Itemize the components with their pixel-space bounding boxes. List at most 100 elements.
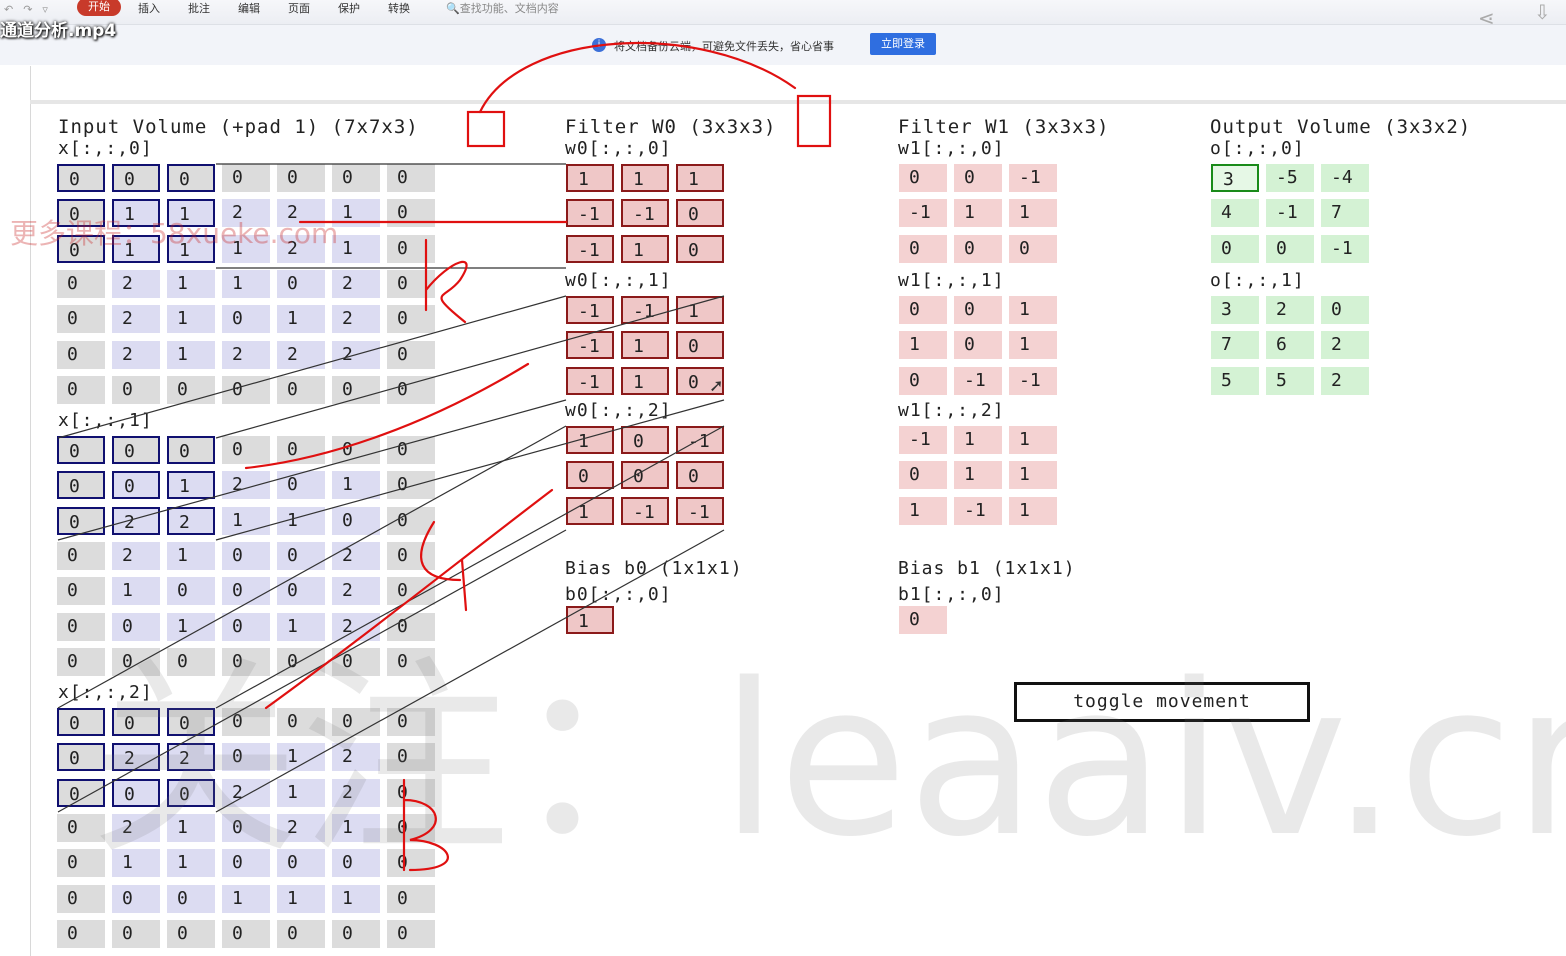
input-slice-2-cell: 1 (332, 884, 380, 913)
input-slice-2-cell: 0 (57, 884, 105, 913)
input-slice-1-cell: 0 (112, 471, 160, 500)
input-slice-1-cell: 0 (222, 436, 270, 464)
menu-item-5[interactable]: 转换 (388, 2, 410, 15)
w0-slice-label: w0[:,:,0] (565, 138, 672, 159)
toolbar-menu: 插入 批注 编辑 页面 保护 转换 (124, 0, 424, 16)
input-slice-2-cell: 2 (112, 813, 160, 842)
w1-slice-2-cell: 0 (899, 461, 947, 490)
input-slice-2-cell: 0 (277, 849, 325, 878)
input-slice-1-cell: 0 (112, 436, 160, 464)
w0-slice-0-cell: 1 (566, 164, 614, 192)
input-slice-2-cell: 0 (387, 884, 435, 913)
w1-slice-1-cell: 1 (1009, 296, 1057, 324)
input-slice-0-cell: 2 (277, 340, 325, 369)
search-placeholder: 查找功能、文档内容 (459, 2, 559, 15)
input-volume-title: Input Volume (+pad 1) (7x7x3) (58, 116, 419, 138)
w1-slice-label: w1[:,:,2] (898, 400, 1005, 421)
mouse-cursor-icon: ➚ (710, 374, 723, 398)
input-slice-1-cell: 0 (332, 506, 380, 535)
toolbar-search[interactable]: 🔍查找功能、文档内容 (446, 2, 559, 15)
output-slice-0-cell: 0 (1266, 234, 1314, 263)
login-button[interactable]: 立即登录 (870, 33, 936, 55)
input-slice-1-cell: 0 (57, 471, 105, 500)
watermark-large: 关注：leaaiv.cn (90, 638, 1566, 883)
undo-redo-icons[interactable]: ↶↷▿ (4, 3, 58, 16)
input-slice-0-cell: 0 (387, 269, 435, 298)
toggle-movement-button[interactable]: toggle movement (1014, 682, 1310, 722)
w0-slice-2-cell: 0 (621, 461, 669, 490)
input-slice-0-cell: 1 (167, 234, 215, 263)
input-slice-0-cell: 0 (387, 375, 435, 404)
w1-slice-label: w1[:,:,0] (898, 138, 1005, 159)
input-slice-0-cell: 0 (222, 305, 270, 334)
w1-slice-1-cell: 0 (899, 366, 947, 395)
w0-slice-label: w0[:,:,1] (565, 270, 672, 291)
w0-slice-0-cell: -1 (566, 199, 614, 228)
input-slice-1-cell: 0 (57, 436, 105, 464)
w1-slice-0-cell: 0 (899, 164, 947, 192)
input-slice-1-cell: 0 (387, 471, 435, 500)
input-slice-0-cell: 2 (112, 269, 160, 298)
input-slice-1-cell: 1 (167, 471, 215, 500)
input-slice-1-cell: 1 (277, 506, 325, 535)
w0-slice-2-cell: -1 (621, 496, 669, 525)
w1-slice-1-cell: 0 (899, 296, 947, 324)
w0-slice-label: w0[:,:,2] (565, 400, 672, 421)
menu-item-1[interactable]: 批注 (188, 2, 210, 15)
w1-slice-0-cell: -1 (899, 199, 947, 228)
output-volume-title: Output Volume (3x3x2) (1210, 116, 1472, 138)
w1-slice-2-cell: 1 (954, 461, 1002, 490)
w0-slice-1-cell: -1 (621, 296, 669, 324)
tab-start[interactable]: 开始 (77, 0, 121, 16)
input-slice-2-cell: 1 (222, 884, 270, 913)
input-slice-2-cell: 1 (332, 813, 380, 842)
input-slice-0-cell: 2 (277, 234, 325, 263)
input-slice-1-cell: 0 (277, 541, 325, 570)
w1-slice-1-cell: -1 (954, 366, 1002, 395)
input-slice-0-cell: 1 (112, 199, 160, 228)
output-slice-0-cell: 0 (1211, 234, 1259, 263)
w0-slice-2-cell: 1 (566, 426, 614, 454)
output-slice-0-cell: -5 (1266, 164, 1314, 192)
output-slice-1-cell: 5 (1211, 366, 1259, 395)
notice-text: 将文档备份云端，可避免文件丢失，省心省事 (614, 40, 834, 53)
video-title: 通道分析.mp4 (0, 21, 117, 41)
menu-item-4[interactable]: 保护 (338, 2, 360, 15)
output-slice-0-cell: -1 (1266, 199, 1314, 228)
menu-item-0[interactable]: 插入 (138, 2, 160, 15)
filter-w1-title: Filter W1 (3x3x3) (898, 116, 1110, 138)
w0-slice-1-cell: 1 (621, 366, 669, 395)
w0-slice-2-cell: -1 (676, 426, 724, 454)
input-slice-0-cell: 0 (332, 375, 380, 404)
input-slice-1-cell: 0 (277, 436, 325, 464)
input-slice-1-cell: 1 (222, 506, 270, 535)
w0-slice-0-cell: 1 (621, 164, 669, 192)
input-slice-1-cell: 2 (167, 506, 215, 535)
input-slice-0-cell: 2 (332, 269, 380, 298)
input-slice-2-cell: 0 (57, 849, 105, 878)
input-slice-2-cell: 1 (167, 849, 215, 878)
input-slice-0-cell: 2 (112, 305, 160, 334)
output-slice-1-cell: 2 (1321, 331, 1369, 360)
menu-item-3[interactable]: 页面 (288, 2, 310, 15)
input-slice-2-cell: 0 (277, 919, 325, 948)
w1-slice-1-cell: 0 (954, 331, 1002, 360)
w0-slice-0-cell: -1 (566, 234, 614, 263)
bias-b1-label: b1[:,:,0] (898, 584, 1005, 605)
input-slice-0-cell: 0 (387, 164, 435, 192)
input-slice-0-cell: 0 (277, 164, 325, 192)
output-slice-1-cell: 2 (1321, 366, 1369, 395)
watermark-small: 更多课程：58xueke.com (10, 217, 339, 250)
share-icon[interactable]: ⋖ (1478, 6, 1495, 30)
output-slice-1-cell: 2 (1266, 296, 1314, 324)
w0-slice-0-cell: 0 (676, 234, 724, 263)
input-slice-0-cell: 0 (387, 234, 435, 263)
input-slice-1-cell: 2 (112, 506, 160, 535)
w0-slice-0-cell: 1 (676, 164, 724, 192)
menu-item-2[interactable]: 编辑 (238, 2, 260, 15)
w0-slice-1-cell: -1 (566, 366, 614, 395)
download-icon[interactable]: ⇩ (1534, 0, 1551, 24)
w1-slice-1-cell: 1 (1009, 331, 1057, 360)
input-slice-0-cell: 0 (277, 269, 325, 298)
w1-slice-0-cell: 1 (954, 199, 1002, 228)
